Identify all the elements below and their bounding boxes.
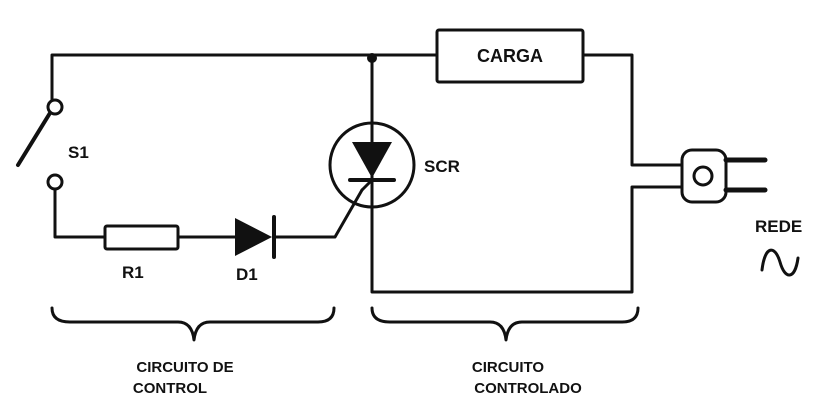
diode-label: D1: [236, 265, 258, 284]
switch-label: S1: [68, 143, 89, 162]
controlled-section-label-2: CONTROLADO: [474, 380, 582, 397]
sine-wave-icon: [760, 248, 800, 277]
load-carga: CARGA: [435, 28, 585, 84]
scr-thyristor: SCR: [328, 121, 460, 209]
load-label: CARGA: [477, 46, 543, 66]
scr-label: SCR: [424, 157, 460, 176]
mains-plug: REDE: [680, 148, 802, 277]
control-section-label-2: CONTROL: [133, 380, 207, 397]
junction-dot: [367, 53, 377, 63]
controlled-section-label-1: CIRCUITO: [472, 359, 545, 376]
resistor-label: R1: [122, 263, 144, 282]
mains-label: REDE: [755, 217, 802, 236]
control-brace: [50, 306, 336, 342]
controlled-brace: [370, 306, 640, 342]
diode-d1: D1: [235, 215, 276, 284]
control-section-label-1: CIRCUITO DE: [136, 359, 233, 376]
switch-s1: S1: [16, 98, 89, 191]
wires: [50, 53, 684, 294]
resistor-r1: R1: [103, 224, 180, 282]
